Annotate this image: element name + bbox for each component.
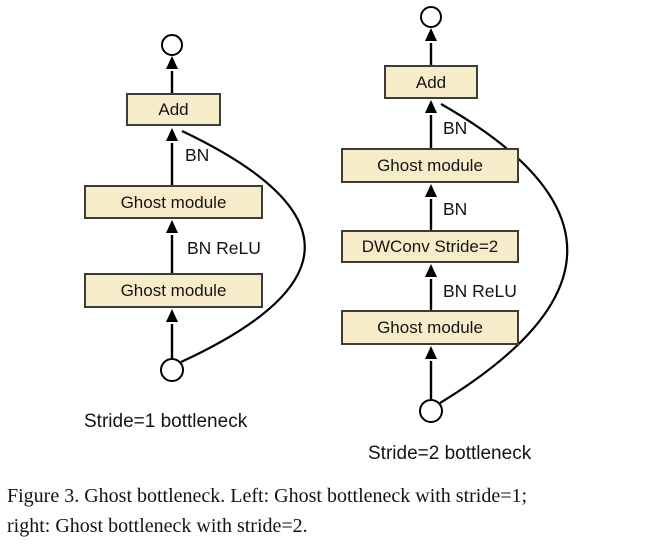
right-ghost-module-top-box: Ghost module xyxy=(341,148,519,183)
right-input-node-circle xyxy=(419,399,443,423)
left-output-node-circle xyxy=(161,34,183,56)
left-bn-relu-label: BN ReLU xyxy=(187,238,261,258)
right-dwconv-stride2-box: DWConv Stride=2 xyxy=(341,230,519,263)
right-bn-top-label: BN xyxy=(443,118,468,138)
right-flow-arrows xyxy=(425,28,437,400)
figure-caption-line2: right: Ghost bottleneck with stride=2. xyxy=(7,515,308,537)
left-ghost-module-bottom-box: Ghost module xyxy=(84,273,263,308)
left-bn-label: BN xyxy=(185,145,210,165)
stride1-bottleneck-caption: Stride=1 bottleneck xyxy=(84,411,248,432)
left-add-box: Add xyxy=(126,93,221,126)
right-ghost-module-bottom-box: Ghost module xyxy=(341,310,519,345)
right-shortcut-arc xyxy=(439,103,569,404)
left-shortcut-arc xyxy=(180,130,306,363)
right-bn-relu-label: BN ReLU xyxy=(443,281,517,301)
left-flow-arrows xyxy=(166,56,178,359)
right-add-box: Add xyxy=(384,65,478,99)
left-ghost-module-top-box: Ghost module xyxy=(84,185,263,219)
left-input-node-circle xyxy=(160,358,184,382)
figure-caption-line1: Figure 3. Ghost bottleneck. Left: Ghost … xyxy=(7,485,528,507)
right-bn-mid-label: BN xyxy=(443,199,468,219)
figure-caption: Figure 3. Ghost bottleneck. Left: Ghost … xyxy=(7,481,652,541)
stride2-bottleneck-caption: Stride=2 bottleneck xyxy=(368,443,532,464)
right-output-node-circle xyxy=(420,6,442,28)
